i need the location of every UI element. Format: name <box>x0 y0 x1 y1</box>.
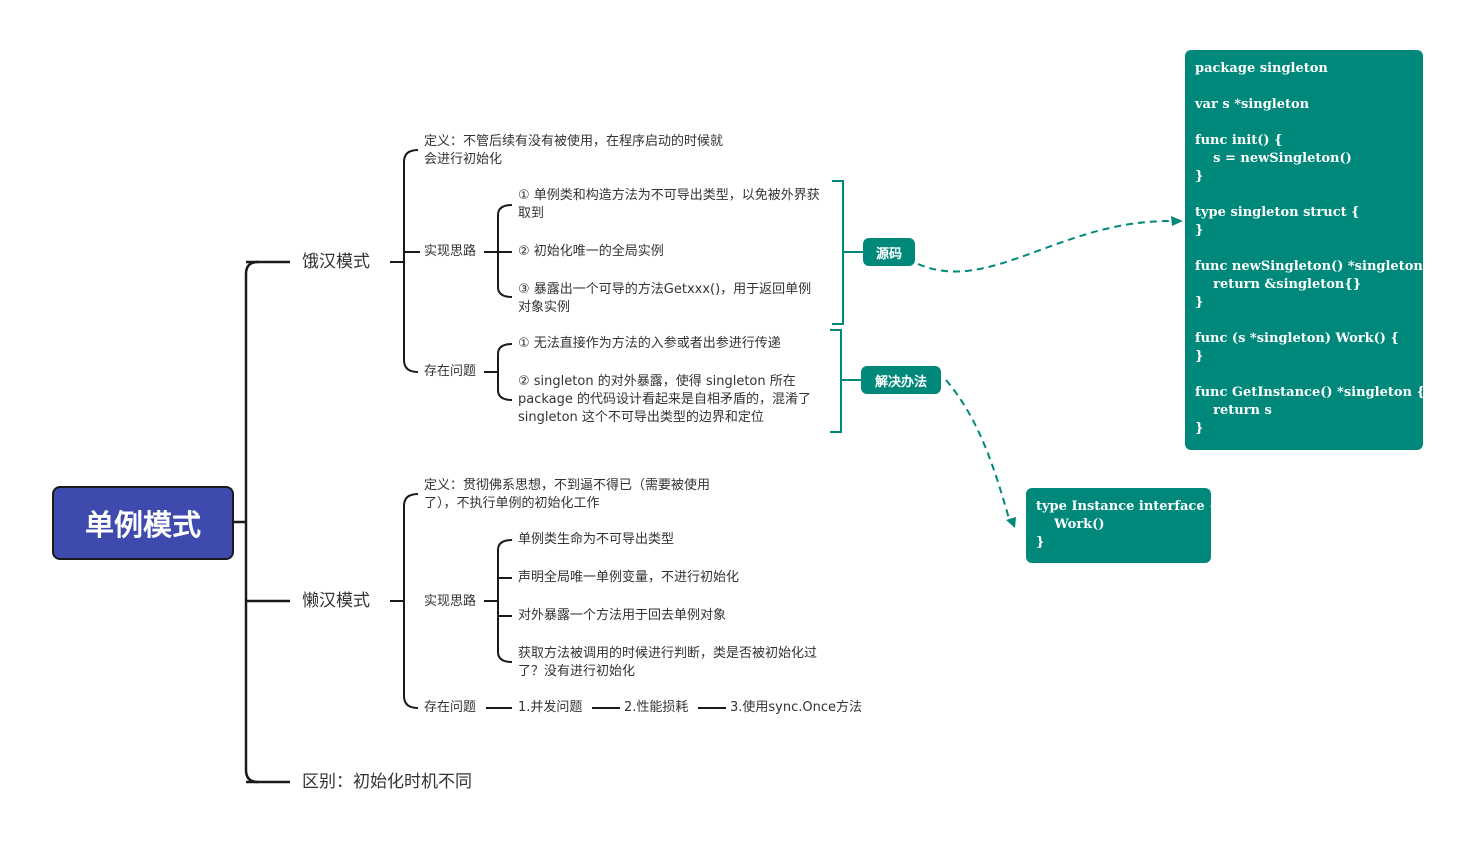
source-badge-label: 源码 <box>875 246 902 262</box>
difference-node[interactable]: 区别：初始化时机不同 <box>302 772 472 792</box>
lazy-chain-item-1[interactable]: 1.并发问题 <box>518 700 583 715</box>
interface-code-box[interactable]: type Instance interface { Work() } <box>1026 488 1218 563</box>
lazy-impl-node[interactable]: 实现思路 <box>424 594 477 609</box>
lazy-impl-item-1[interactable]: 单例类生命为不可导出类型 <box>518 532 675 547</box>
lazy-definition-node[interactable]: 定义：贯彻佛系思想，不到逼不得已（需要被使用了），不执行单例的初始化工作 <box>424 478 711 511</box>
lazy-mode-node[interactable]: 懒汉模式 <box>302 591 370 611</box>
lazy-impl-item-2[interactable]: 声明全局唯一单例变量，不进行初始化 <box>518 570 740 585</box>
solution-badge-label: 解决办法 <box>874 374 927 390</box>
lazy-impl-item-3[interactable]: 对外暴露一个方法用于回去单例对象 <box>518 608 727 623</box>
hungry-problem-item-2[interactable]: ② singleton 的对外暴露，使得 singleton 所在 packag… <box>518 374 812 425</box>
lazy-problems-node[interactable]: 存在问题 <box>424 700 477 715</box>
hungry-mode-node[interactable]: 饿汉模式 <box>302 252 370 272</box>
source-summary-bracket <box>832 180 844 325</box>
arrow-head-solution <box>1006 517 1016 528</box>
solution-badge[interactable]: 解决办法 <box>861 366 941 394</box>
arrow-head-source <box>1171 216 1183 226</box>
lazy-chain-item-3[interactable]: 3.使用sync.Once方法 <box>730 700 863 715</box>
hungry-problem-item-1[interactable]: ① 无法直接作为方法的入参或者出参进行传递 <box>518 336 781 351</box>
hungry-impl-item-3[interactable]: ③ 暴露出一个可导的方法Getxxx()，用于返回单例对象实例 <box>518 282 812 315</box>
root-trunk-line <box>244 260 259 784</box>
lazy-impl-item-4[interactable]: 获取方法被调用的时候进行判断，类是否被初始化过了？没有进行初始化 <box>518 646 818 679</box>
root-label: 单例模式 <box>84 508 201 542</box>
solution-summary-bracket <box>830 329 842 433</box>
dashed-link-source <box>917 219 1173 273</box>
hungry-impl-item-2[interactable]: ② 初始化唯一的全局实例 <box>518 244 664 259</box>
hungry-problems-bracket <box>497 343 513 401</box>
source-badge[interactable]: 源码 <box>863 238 915 266</box>
source-code-box[interactable]: package singleton var s *singleton func … <box>1185 50 1436 450</box>
hungry-problems-node[interactable]: 存在问题 <box>424 364 477 379</box>
lazy-bracket <box>403 493 419 709</box>
dashed-link-solution <box>945 379 1011 523</box>
hungry-impl-item-1[interactable]: ① 单例类和构造方法为不可导出类型，以免被外界获取到 <box>518 188 820 221</box>
lazy-chain-item-2[interactable]: 2.性能损耗 <box>624 700 689 715</box>
root-node[interactable]: 单例模式 <box>52 486 234 560</box>
hungry-bracket <box>403 149 419 373</box>
lazy-impl-bracket <box>497 539 513 663</box>
hungry-definition-node[interactable]: 定义：不管后续有没有被使用，在程序启动的时候就会进行初始化 <box>424 134 724 167</box>
hungry-impl-node[interactable]: 实现思路 <box>424 244 477 259</box>
